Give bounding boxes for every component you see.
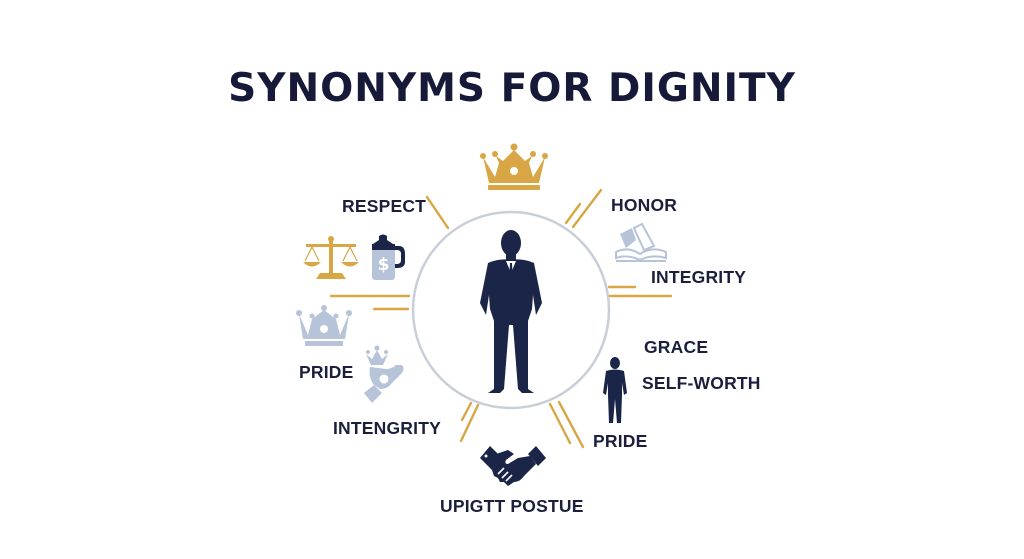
label-pride: PRIDE [593, 431, 648, 451]
svg-text:$: $ [378, 255, 390, 275]
crown-icon [296, 305, 352, 346]
hand-with-crown-icon [364, 345, 404, 403]
money-jar-icon: $ [372, 234, 405, 280]
label-integrity: INTEGRITY [651, 267, 747, 287]
crown-icon [480, 143, 548, 190]
label-intengrity: INTENGRITY [333, 418, 441, 438]
label-honor: HONOR [611, 195, 678, 215]
open-book-icon [615, 222, 667, 262]
businessman-silhouette-icon [480, 230, 542, 393]
scales-icon [303, 236, 359, 279]
label-self-worth: SELF-WORTH [642, 373, 761, 393]
handshake-icon [480, 446, 546, 486]
label-upright-posture: UPIGTT POSTUE [440, 496, 584, 516]
label-respect: RESPECT [342, 196, 427, 216]
person-silhouette-icon [603, 357, 627, 423]
page-title: SYNONYMS FOR DIGNITY [228, 66, 796, 111]
label-pride: PRIDE [299, 362, 354, 382]
label-grace: GRACE [644, 337, 709, 357]
